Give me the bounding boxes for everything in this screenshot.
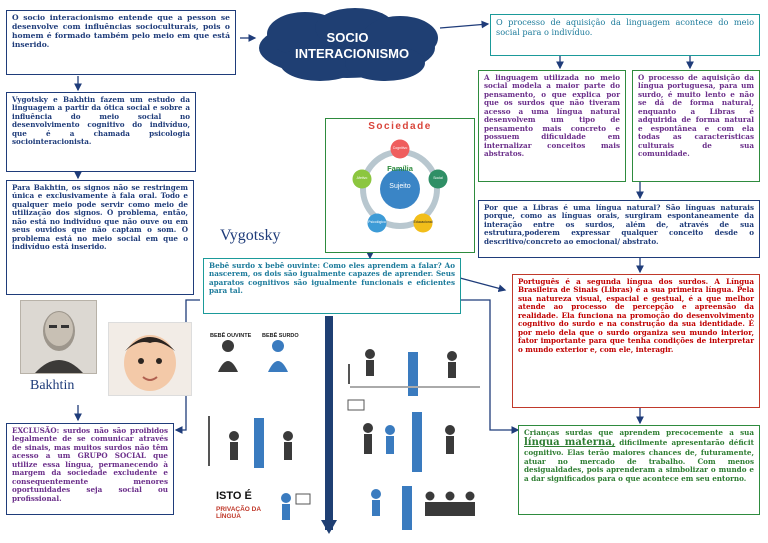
box-socio-definicao: O socio interacionismo entende que a pes… [6,10,236,75]
arrow-b11-b10 [460,299,520,434]
cycle-svg [352,139,448,233]
box-text: Para Bakhtin, os signos não se restringe… [12,183,188,252]
cycle-center-label: Sujeito [389,183,411,190]
title-cloud: SOCIO INTERACIONISMO [250,8,445,83]
box-text: EXCLUSÃO: surdos não são proibidos legal… [12,426,168,503]
box-vygotsky-bakhtin: Vygotsky e Bakhtin fazem um estudo da li… [6,92,196,172]
label-bakhtin: Bakhtin [30,378,75,393]
label-bebe-surdo: BEBÊ SURDO [262,333,299,339]
node-afetivo: Afetivo [356,176,368,180]
page-title: SOCIO INTERACIONISMO [295,30,410,61]
box-text-end: dificilmente apresentarão déficit cognit… [524,438,754,483]
box-text: O processo de aquisição da língua portug… [638,73,754,159]
label-privacao-lingua: PRIVAÇÃO DA LÍNGUA [216,506,261,521]
box-aquisicao-portugues: O processo de aquisição da língua portug… [632,70,760,182]
box-exclusao: EXCLUSÃO: surdos não são proibidos legal… [6,423,174,515]
box-text: O socio interacionismo entende que a pes… [12,13,230,49]
baby-figure [124,335,176,391]
portrait-figure [35,311,83,373]
label-isto-e: ISTO É [216,490,252,502]
node-psicologico: Psicológico [368,220,386,224]
node-social: Social [433,176,443,180]
cloud-shape [259,8,438,81]
box-libras-natural: Por que a Libras é uma língua natural? S… [478,200,760,258]
box-text: Vygotsky e Bakhtin fazem um estudo da li… [12,95,190,147]
node-cognitivo: Cognitivo [392,146,408,150]
arrow-cloud-b5 [439,20,490,29]
node-educacional: Educacional [413,220,433,224]
bakhtin-portrait [20,300,97,374]
cycle-outer-label: Sociedade [368,121,432,132]
box-text-start: Crianças surdas que aprendem precocement… [524,428,754,437]
box-text: Português é a segunda língua dos surdos.… [518,277,754,354]
illustration-panel: BEBÊ OUVINTE BEBÊ SURDO ISTO É PRIVAÇÃO … [200,316,492,538]
baby-photo [108,322,192,396]
cycle-diagram: Sociedade Família Sujeito Cognitivo Soci… [325,118,475,253]
box-text: O processo de aquisição da linguagem aco… [496,17,754,37]
box-portugues-segunda-lingua: Português é a segunda língua dos surdos.… [512,274,760,408]
box-bebe-surdo-ouvinte: Bebê surdo x bebê ouvinte: Como eles apr… [203,258,461,314]
box-criancas-surdas: Crianças surdas que aprendem precocement… [518,425,760,515]
box-processo-aquisicao: O processo de aquisição da linguagem aco… [490,14,760,56]
box-linguagem-meio-social: A linguagem utilizada no meio social mod… [478,70,626,182]
illustration-svg [208,316,480,534]
label-vygotsky: Vygotsky [220,227,281,244]
arrow-b11-b9 [459,277,507,293]
lingua-materna-emphasis: língua materna, [524,437,616,449]
label-bebe-ouvinte: BEBÊ OUVINTE [210,333,252,339]
cycle-inner-label: Família [387,164,413,173]
box-text: Por que a Libras é uma língua natural? S… [484,203,754,246]
box-bakhtin-signos: Para Bakhtin, os signos não se restringe… [6,180,194,295]
box-text: Bebê surdo x bebê ouvinte: Como eles apr… [209,261,455,296]
box-text: A linguagem utilizada no meio social mod… [484,73,620,159]
